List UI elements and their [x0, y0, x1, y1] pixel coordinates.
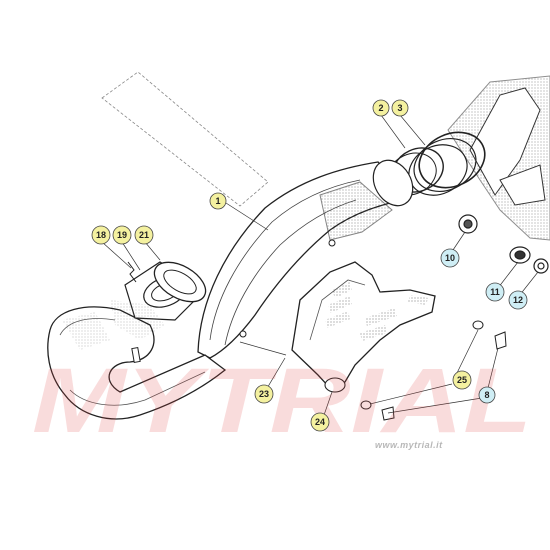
callout-12-label: 12 — [513, 295, 523, 305]
callout-2[interactable]: 2 — [372, 99, 390, 117]
callout-3[interactable]: 3 — [391, 99, 409, 117]
callout-2-label: 2 — [378, 103, 383, 113]
callout-3-label: 3 — [397, 103, 402, 113]
callout-25[interactable]: 25 — [452, 370, 472, 390]
silencer-body — [197, 159, 414, 359]
callout-23-label: 23 — [259, 389, 269, 399]
callout-23[interactable]: 23 — [254, 384, 274, 404]
watermark-url: www.mytrial.it — [375, 440, 443, 450]
callout-24-label: 24 — [315, 417, 325, 427]
callout-18[interactable]: 18 — [91, 225, 111, 245]
callout-1[interactable]: 1 — [209, 192, 227, 210]
callout-19[interactable]: 19 — [112, 225, 132, 245]
watermark: MYTRIAL — [32, 350, 532, 452]
watermark-brand: MYTRIAL — [32, 350, 532, 452]
fasteners — [360, 320, 507, 421]
rubber-mounts — [458, 214, 549, 274]
callout-21[interactable]: 21 — [134, 225, 154, 245]
gasket — [153, 261, 207, 303]
spring-stud — [127, 261, 141, 363]
callout-8[interactable]: 8 — [478, 386, 496, 404]
leader-lines — [101, 114, 539, 419]
callout-10-label: 10 — [445, 253, 455, 263]
callout-11[interactable]: 11 — [485, 282, 505, 302]
callout-10[interactable]: 10 — [440, 248, 460, 268]
callout-21-label: 21 — [139, 230, 149, 240]
frame-body — [447, 75, 550, 241]
callout-8-label: 8 — [484, 390, 489, 400]
callout-25-label: 25 — [457, 375, 467, 385]
callout-18-label: 18 — [96, 230, 106, 240]
frame-outline — [101, 71, 269, 207]
callout-layer: 1 2 3 8 10 11 12 18 19 21 23 24 25 — [91, 99, 528, 432]
heat-shield — [291, 261, 436, 393]
callout-11-label: 11 — [490, 287, 500, 297]
callout-12[interactable]: 12 — [508, 290, 528, 310]
callout-24[interactable]: 24 — [310, 412, 330, 432]
callout-19-label: 19 — [117, 230, 127, 240]
callout-1-label: 1 — [215, 196, 220, 206]
